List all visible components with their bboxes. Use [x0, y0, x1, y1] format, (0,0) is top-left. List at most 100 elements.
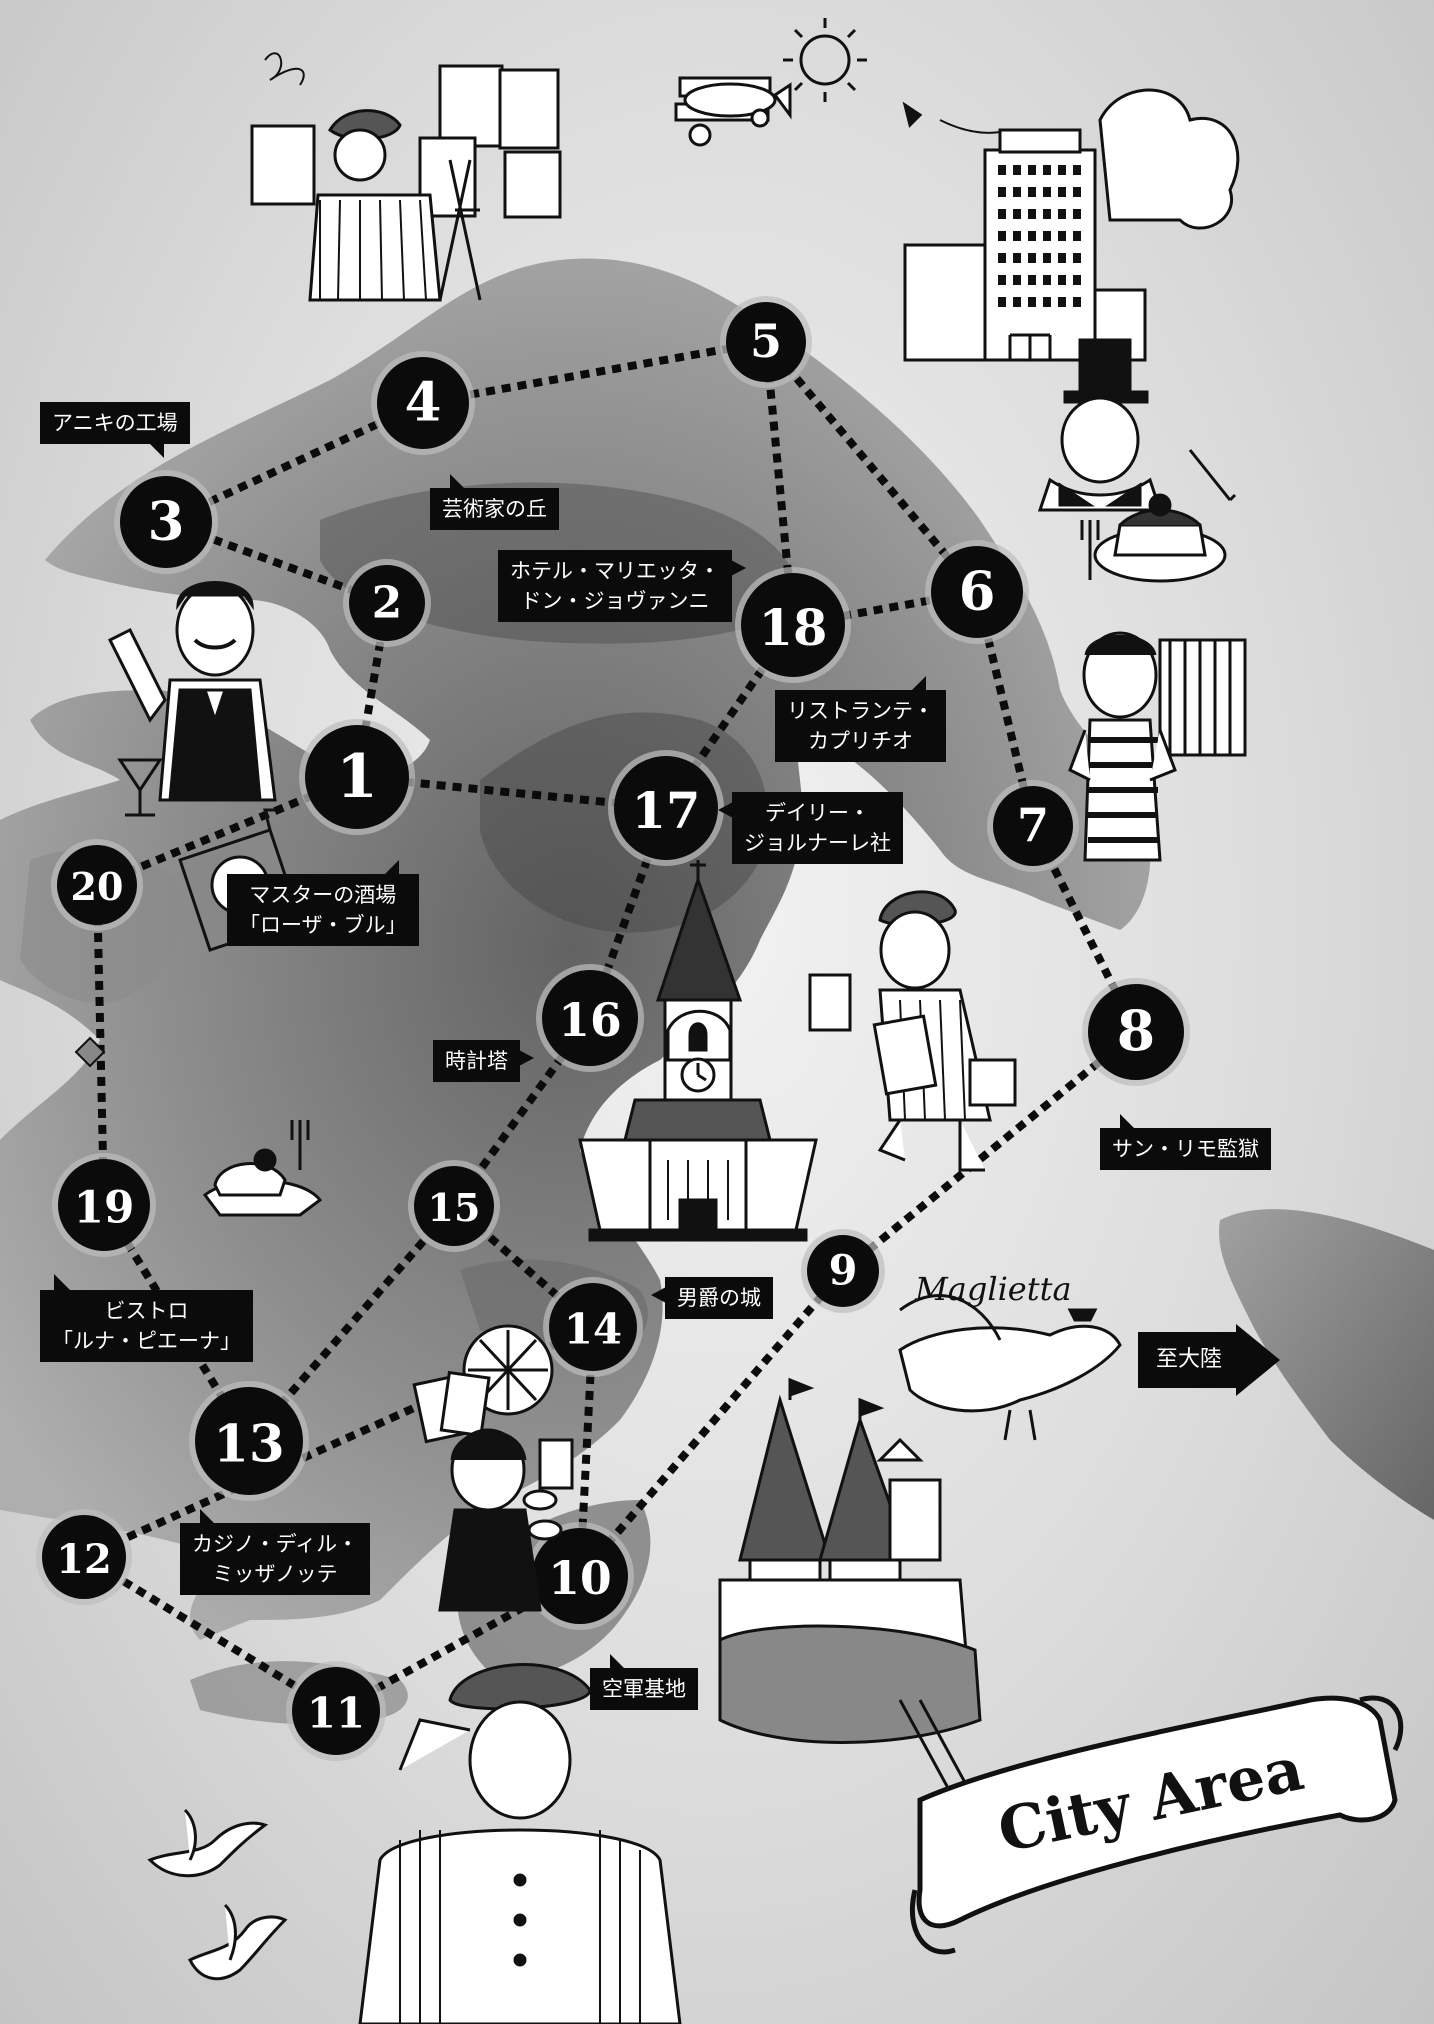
location-label-18: ホテル・マリエッタ・ドン・ジョヴァンニ: [498, 550, 746, 622]
route-9-10: [576, 1268, 847, 1579]
label-line: リストランテ・: [787, 699, 934, 723]
node-circle: [58, 1159, 150, 1251]
label-line: 時計塔: [445, 1049, 508, 1073]
label-line: ホテル・マリエッタ・: [510, 559, 720, 583]
label-line: サン・リモ監獄: [1112, 1137, 1259, 1161]
birds-illustration: [147, 1808, 288, 1981]
location-node-12[interactable]: 12: [36, 1509, 132, 1605]
node-number: 1: [336, 742, 378, 812]
location-label-19: ビストロ「ルナ・ピエーナ」: [40, 1274, 253, 1362]
window: [1043, 209, 1051, 219]
window: [1043, 231, 1051, 241]
location-node-5[interactable]: 5: [720, 296, 812, 388]
casino-girl-illustration: [412, 1324, 574, 1612]
node-number: 18: [759, 599, 828, 657]
node-number: 19: [74, 1182, 135, 1233]
node-number: 16: [558, 993, 621, 1047]
node-circle: [532, 1528, 628, 1624]
window: [1058, 253, 1066, 263]
signpost-text: Maglietta: [914, 1270, 1072, 1308]
location-node-1[interactable]: 1: [299, 719, 415, 835]
window: [1043, 187, 1051, 197]
location-node-4[interactable]: 4: [371, 351, 475, 455]
location-node-17[interactable]: 17: [608, 750, 724, 866]
node-circle: [542, 970, 638, 1066]
continent-direction-arrow: 至大陸: [1138, 1324, 1281, 1396]
soldier-illustration: [358, 1663, 682, 2024]
location-node-20[interactable]: 20: [51, 839, 143, 931]
node-number: 14: [564, 1305, 622, 1354]
node-circle: [726, 302, 806, 382]
label-line: 「ローザ・ブル」: [239, 913, 407, 937]
window: [1058, 209, 1066, 219]
location-node-3[interactable]: 3: [114, 470, 218, 574]
location-label-3: アニキの工場: [40, 402, 190, 458]
node-number: 7: [1017, 798, 1049, 852]
landmass-continent: [1219, 1209, 1434, 1520]
clock-tower-illustration: [578, 860, 818, 1242]
location-node-7[interactable]: 7: [987, 780, 1079, 872]
window: [998, 297, 1006, 307]
location-label-14: 男爵の城: [651, 1277, 773, 1319]
window: [1028, 297, 1036, 307]
window: [998, 253, 1006, 263]
title-scroll: City Area: [909, 1695, 1404, 1955]
node-number: 9: [829, 1246, 858, 1295]
location-node-14[interactable]: 14: [543, 1277, 643, 1377]
node-circle: [120, 476, 212, 568]
hotel-building-illustration: [903, 88, 1240, 362]
window: [1058, 231, 1066, 241]
label-line: ジョルナーレ社: [744, 831, 891, 855]
node-circle: [1088, 984, 1184, 1080]
label-line: カプリチオ: [808, 729, 913, 753]
node-circle: [305, 725, 409, 829]
location-node-15[interactable]: 15: [408, 1160, 500, 1252]
location-node-10[interactable]: 10: [526, 1522, 634, 1630]
location-node-6[interactable]: 6: [925, 540, 1029, 644]
window: [1028, 187, 1036, 197]
window: [1028, 165, 1036, 175]
window: [1043, 275, 1051, 285]
route-4-5: [422, 338, 767, 407]
location-label-4: 芸術家の丘: [430, 474, 559, 530]
node-circle: [549, 1283, 637, 1371]
label-line: ミッザノッテ: [212, 1562, 338, 1586]
location-node-11[interactable]: 11: [286, 1661, 386, 1761]
location-label-17: デイリー・ジョルナーレ社: [718, 792, 903, 864]
label-line: 芸術家の丘: [442, 497, 547, 521]
location-node-2[interactable]: 2: [343, 559, 431, 647]
node-number: 6: [959, 560, 996, 622]
node-number: 8: [1117, 999, 1155, 1064]
location-node-9[interactable]: 9: [801, 1229, 885, 1313]
location-node-16[interactable]: 16: [536, 964, 644, 1072]
location-node-18[interactable]: 18: [735, 567, 851, 683]
window: [1028, 275, 1036, 285]
arrow-right-icon: [1236, 1324, 1281, 1396]
node-circle: [993, 786, 1073, 866]
window: [1058, 275, 1066, 285]
location-label-13: カジノ・ディル・ミッザノッテ: [180, 1509, 371, 1595]
window: [1013, 231, 1021, 241]
window: [1043, 297, 1051, 307]
location-node-8[interactable]: 8: [1082, 978, 1190, 1086]
label-line: 男爵の城: [677, 1286, 761, 1310]
node-circle: [195, 1387, 303, 1495]
location-label-1: マスターの酒場「ローザ・ブル」: [227, 860, 419, 946]
location-node-13[interactable]: 13: [189, 1381, 309, 1501]
node-number: 3: [148, 490, 185, 552]
node-number: 15: [428, 1185, 481, 1230]
route-20-19: [93, 884, 108, 1206]
node-number: 20: [71, 864, 124, 909]
node-circle: [931, 546, 1023, 638]
window: [1043, 253, 1051, 263]
location-node-19[interactable]: 19: [52, 1153, 156, 1257]
window: [1043, 165, 1051, 175]
node-number: 12: [56, 1537, 112, 1583]
node-circle: [414, 1166, 494, 1246]
label-line: 「ルナ・ピエーナ」: [52, 1329, 241, 1353]
window: [1073, 209, 1081, 219]
node-circle: [349, 565, 425, 641]
route-5-6: [762, 339, 981, 595]
